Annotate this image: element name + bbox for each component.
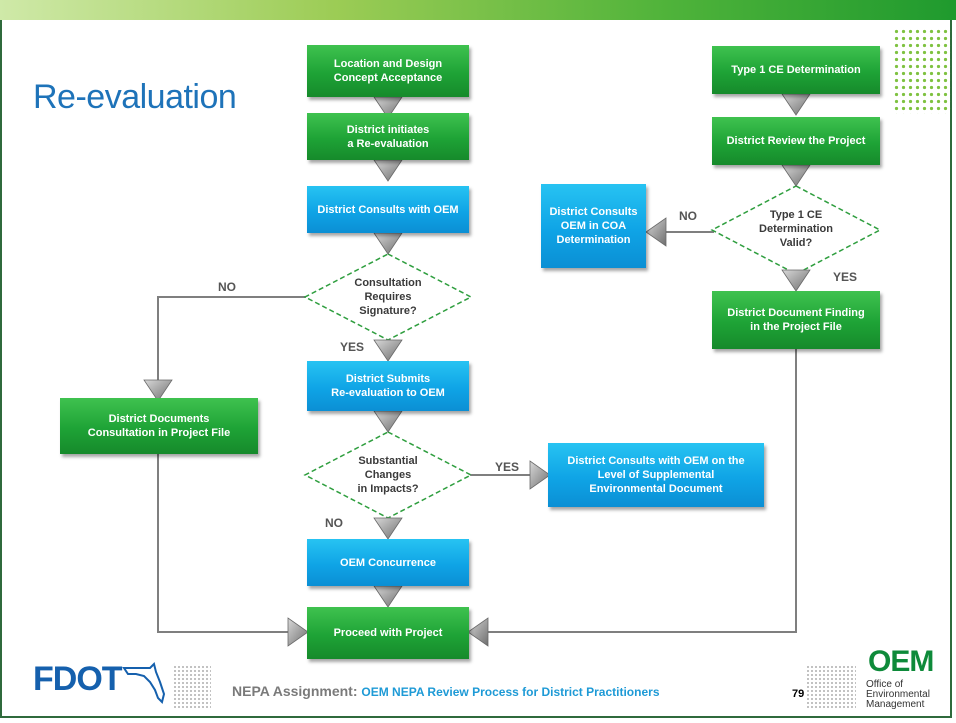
box-district-consults-supplemental: District Consults with OEM on the Level … [548, 443, 764, 507]
footer-title: NEPA Assignment: OEM NEPA Review Process… [232, 683, 660, 699]
label-yes-consultation: YES [340, 340, 365, 354]
down-arrow [373, 96, 403, 119]
box-district-initiates: District initiates a Re-evaluation [307, 113, 469, 160]
label-yes-substantial: YES [495, 460, 520, 474]
footer-prefix: NEPA Assignment: [232, 683, 358, 699]
down-arrow [781, 93, 811, 116]
box-district-review-project: District Review the Project [712, 117, 880, 165]
label-no-substantial: NO [325, 516, 343, 530]
top-accent-bar [0, 0, 956, 20]
left-arrow [645, 217, 667, 247]
box-proceed-with-project: Proceed with Project [307, 607, 469, 659]
footer-dot-pattern-left [173, 665, 211, 709]
footer-dot-pattern-right [806, 665, 856, 709]
florida-outline-icon [122, 662, 166, 704]
box-district-submits-reevaluation: District Submits Re-evaluation to OEM [307, 361, 469, 411]
diamond-label-consultation-requires: Consultation Requires Signature? [354, 277, 422, 317]
label-yes-type1: YES [833, 270, 858, 284]
down-arrow [781, 269, 811, 292]
fdot-logo: FDOT [33, 660, 123, 698]
slide-border [0, 20, 952, 718]
footer-subtitle: OEM NEPA Review Process for District Pra… [361, 685, 660, 699]
box-district-documents-consultation: District Documents Consultation in Proje… [60, 398, 258, 454]
slide-title: Re-evaluation [33, 78, 237, 116]
box-location-design-acceptance: Location and Design Concept Acceptance [307, 45, 469, 97]
down-arrow [373, 232, 403, 255]
oem-logo-text: OEM [868, 645, 934, 678]
label-no-consultation: NO [218, 280, 236, 294]
box-type1-ce-determination: Type 1 CE Determination [712, 46, 880, 94]
down-arrow [373, 159, 403, 182]
diamond-type1-valid [710, 185, 882, 275]
right-arrow [529, 460, 551, 490]
down-arrow [373, 339, 403, 362]
label-no-type1: NO [679, 209, 697, 223]
right-arrow [287, 617, 309, 647]
connector-lines [157, 231, 797, 633]
box-district-document-finding: District Document Finding in the Project… [712, 291, 880, 349]
box-district-consults-oem: District Consults with OEM [307, 186, 469, 233]
diamond-label-substantial-changes: Substantial Changes in Impacts? [357, 455, 419, 495]
oem-logo-subtitle: Office of Environmental Management [866, 679, 930, 710]
decorative-dots [893, 28, 951, 114]
box-district-consults-coa: District Consults OEM in COA Determinati… [541, 184, 646, 268]
box-oem-concurrence: OEM Concurrence [307, 539, 469, 586]
diamond-label-type1-valid: Type 1 CE Determination Valid? [759, 209, 833, 249]
down-arrow [373, 410, 403, 433]
down-arrow [373, 585, 403, 608]
down-arrow [373, 517, 403, 540]
down-arrow [781, 164, 811, 187]
left-arrow [467, 617, 489, 647]
oem-logo: OEM Office of Environmental Management [864, 645, 939, 713]
page-number: 79 [792, 688, 805, 700]
down-arrow [143, 379, 173, 402]
